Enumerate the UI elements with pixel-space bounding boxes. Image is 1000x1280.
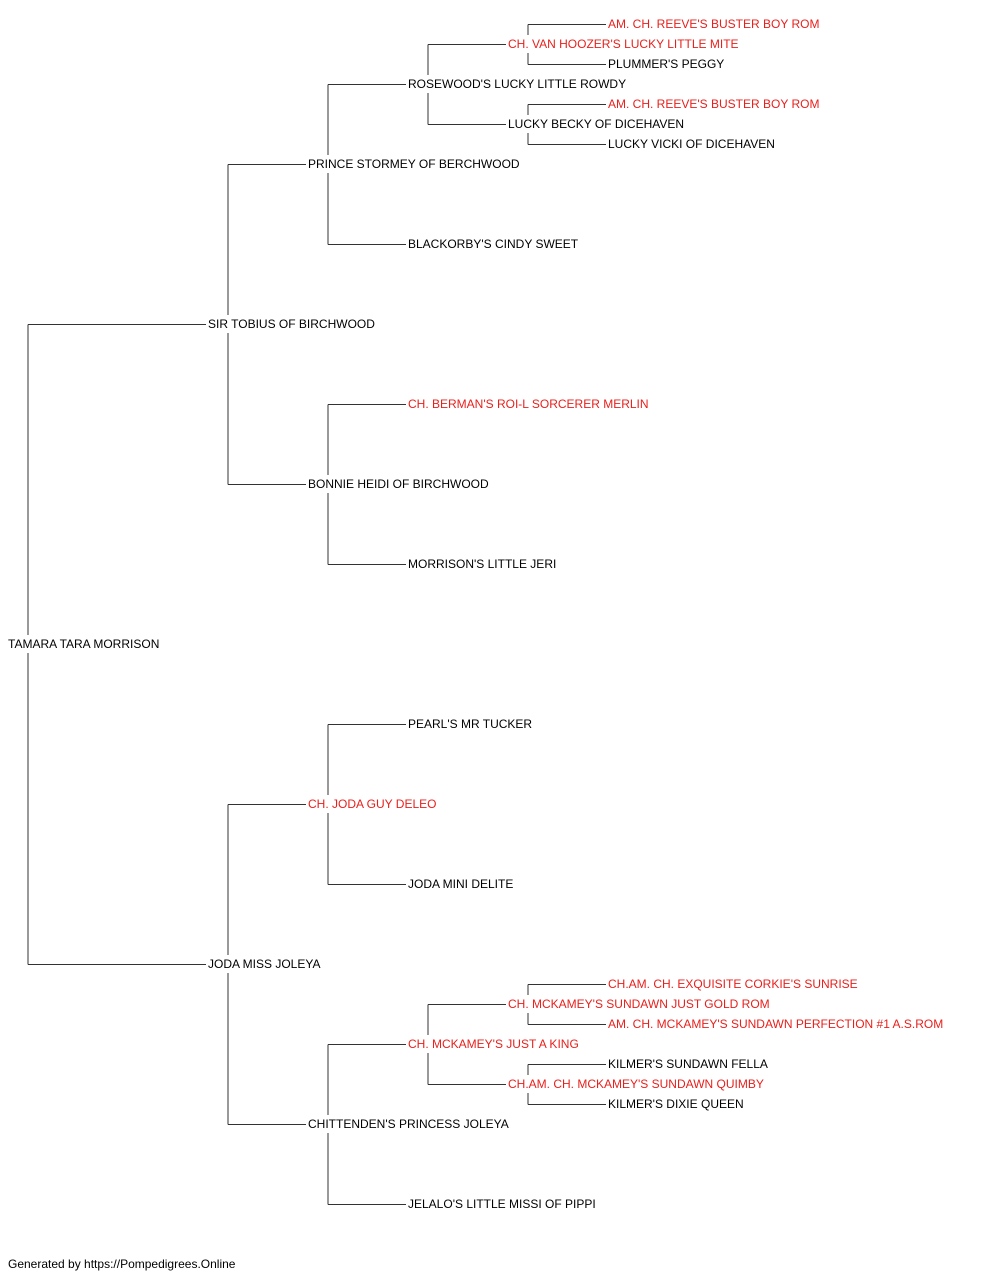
pedigree-name: KILMER'S SUNDAWN FELLA	[608, 1057, 768, 1071]
pedigree-name: CH.AM. CH. MCKAMEY'S SUNDAWN QUIMBY	[508, 1077, 764, 1091]
pedigree-name: LUCKY BECKY OF DICEHAVEN	[508, 117, 685, 131]
pedigree-name: AM. CH. MCKAMEY'S SUNDAWN PERFECTION #1 …	[608, 1017, 944, 1031]
pedigree-name: AM. CH. REEVE'S BUSTER BOY ROM	[608, 97, 820, 111]
pedigree-name: JODA MINI DELITE	[408, 877, 514, 891]
generated-by-footer: Generated by https://Pompedigrees.Online	[8, 1257, 236, 1271]
pedigree-name: CHITTENDEN'S PRINCESS JOLEYA	[308, 1117, 509, 1131]
pedigree-name: BLACKORBY'S CINDY SWEET	[408, 237, 579, 251]
pedigree-name: BONNIE HEIDI OF BIRCHWOOD	[308, 477, 489, 491]
pedigree-name: KILMER'S DIXIE QUEEN	[608, 1097, 744, 1111]
pedigree-name: LUCKY VICKI OF DICEHAVEN	[608, 137, 775, 151]
pedigree-name: PRINCE STORMEY OF BERCHWOOD	[308, 157, 520, 171]
pedigree-name: CH. MCKAMEY'S SUNDAWN JUST GOLD ROM	[508, 997, 770, 1011]
pedigree-name: CH.AM. CH. EXQUISITE CORKIE'S SUNRISE	[608, 977, 858, 991]
pedigree-name: CH. VAN HOOZER'S LUCKY LITTLE MITE	[508, 37, 739, 51]
pedigree-name: AM. CH. REEVE'S BUSTER BOY ROM	[608, 17, 820, 31]
pedigree-name: JODA MISS JOLEYA	[208, 957, 321, 971]
pedigree-name: CH. JODA GUY DELEO	[308, 797, 437, 811]
pedigree-name: ROSEWOOD'S LUCKY LITTLE ROWDY	[408, 77, 627, 91]
pedigree-name: CH. MCKAMEY'S JUST A KING	[408, 1037, 579, 1051]
pedigree-name: MORRISON'S LITTLE JERI	[408, 557, 557, 571]
pedigree-name: SIR TOBIUS OF BIRCHWOOD	[208, 317, 375, 331]
pedigree-name: CH. BERMAN'S ROI-L SORCERER MERLIN	[408, 397, 649, 411]
pedigree-name: PEARL'S MR TUCKER	[408, 717, 533, 731]
pedigree-name: PLUMMER'S PEGGY	[608, 57, 725, 71]
pedigree-name: JELALO'S LITTLE MISSI OF PIPPI	[408, 1197, 596, 1211]
pedigree-name: TAMARA TARA MORRISON	[8, 637, 160, 651]
